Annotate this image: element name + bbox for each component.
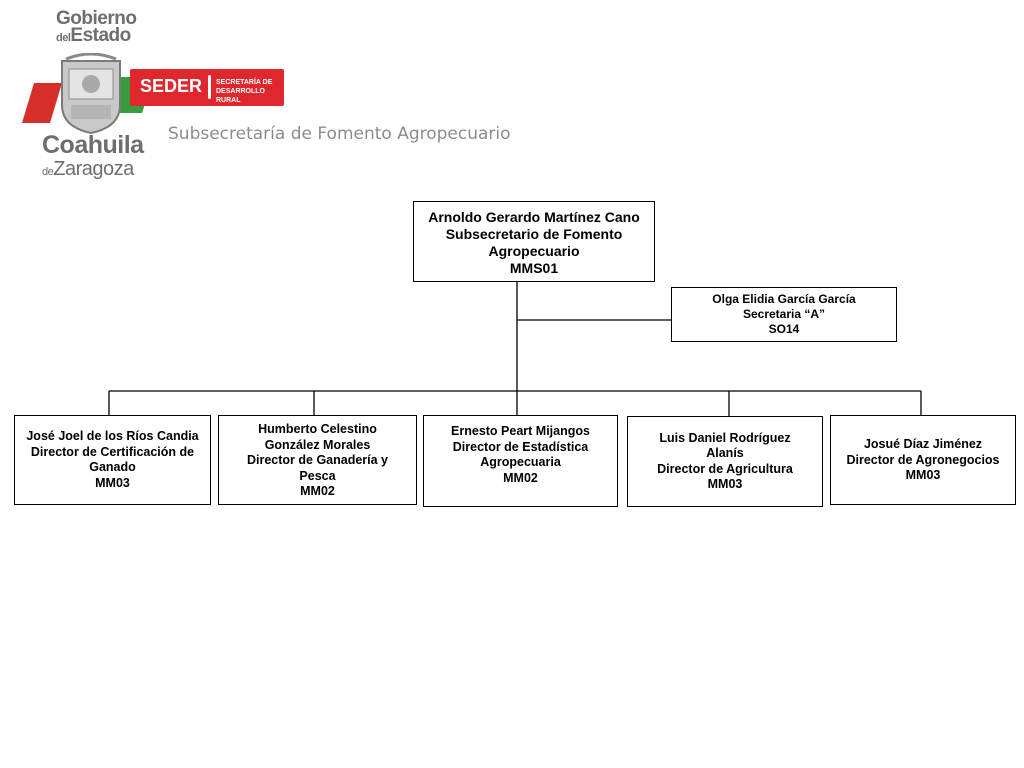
flag-red-stripe [22,83,62,123]
state-de-text: de [42,166,54,178]
org-node-director-ganaderia: Humberto Celestino González Morales Dire… [218,415,417,505]
seder-acronym: SEDER [140,76,203,96]
node-name: Josué Díaz Jiménez [863,437,983,451]
seder-logo: SEDER SECRETARÍA DE DESARROLLO RURAL [130,69,284,106]
seder-full-line-1: SECRETARÍA DE [216,79,273,86]
node-code: MM03 [95,475,130,490]
node-name-line-1: Humberto Celestino [258,422,377,436]
org-node-director-certificacion: José Joel de los Ríos Candia Director de… [14,415,211,505]
node-role: Secretaria “A” [742,307,826,321]
crest-base [71,105,111,119]
logo-line-gobierno: Gobierno [56,8,137,29]
gobierno-del-estado-wordmark: Gobierno delEstado [56,8,137,47]
node-role: Director de Agricultura [657,461,793,476]
node-role: Director de Agronegocios [846,452,1000,467]
node-code: SO14 [768,322,800,336]
crest-emblem [82,75,100,93]
seder-full-line-2: DESARROLLO RURAL [216,88,265,104]
org-node-subsecretario: Arnoldo Gerardo Martínez Cano Subsecreta… [413,201,655,282]
node-name: Arnoldo Gerardo Martínez Cano [428,209,640,225]
node-role-line-2: Ganado [89,460,136,474]
node-code: MM02 [503,470,538,485]
org-node-director-estadistica: Ernesto Peart Mijangos Director de Estad… [423,415,618,507]
node-name: Ernesto Peart Mijangos [451,424,590,438]
node-name-line-2: Alanís [706,446,744,460]
node-code: MM03 [707,477,743,491]
org-node-director-agronegocios: Josué Díaz Jiménez Director de Agronegoc… [830,415,1016,505]
node-name-line-2: González Morales [264,437,371,452]
node-role-line-1: Director de Ganadería y [246,453,389,467]
node-code: MM03 [905,468,941,482]
crest-crown [65,53,117,61]
org-node-director-agricultura: Luis Daniel Rodríguez Alanís Director de… [627,416,823,507]
node-name: Olga Elidia García García [712,292,856,306]
node-name-line-1: Luis Daniel Rodríguez [659,430,791,445]
logo-line-del-estado: delEstado [56,25,136,47]
node-code: MM02 [300,484,335,498]
node-role-line-1: Director de Certificación de [30,444,195,459]
node-role-line-2: Agropecuaria [480,455,561,469]
logo-del-text: del [56,32,71,44]
page-title: Subsecretaría de Fomento Agropecuario [168,124,511,144]
org-node-secretaria: Olga Elidia García García Secretaria “A”… [671,287,897,342]
logo-estado-text: Estado [70,25,131,46]
coahuila-government-logo: Gobierno delEstado Coahuila deZaragoza [22,8,312,186]
seder-divider [208,75,211,99]
node-role-line-2: Pesca [299,468,336,483]
seder-full-name: SECRETARÍA DE DESARROLLO RURAL [216,78,282,105]
state-crest-icon [22,53,154,135]
state-name-coahuila: Coahuila [42,131,144,159]
node-role-line-2: Agropecuario [488,243,580,259]
state-zaragoza-text: Zaragoza [53,158,134,180]
node-role-line-1: Subsecretario de Fomento [445,226,623,242]
state-name-zaragoza: deZaragoza [42,158,134,183]
node-name: José Joel de los Ríos Candia [26,429,199,443]
node-role-line-1: Director de Estadística [452,439,589,454]
node-code: MMS01 [509,260,559,276]
